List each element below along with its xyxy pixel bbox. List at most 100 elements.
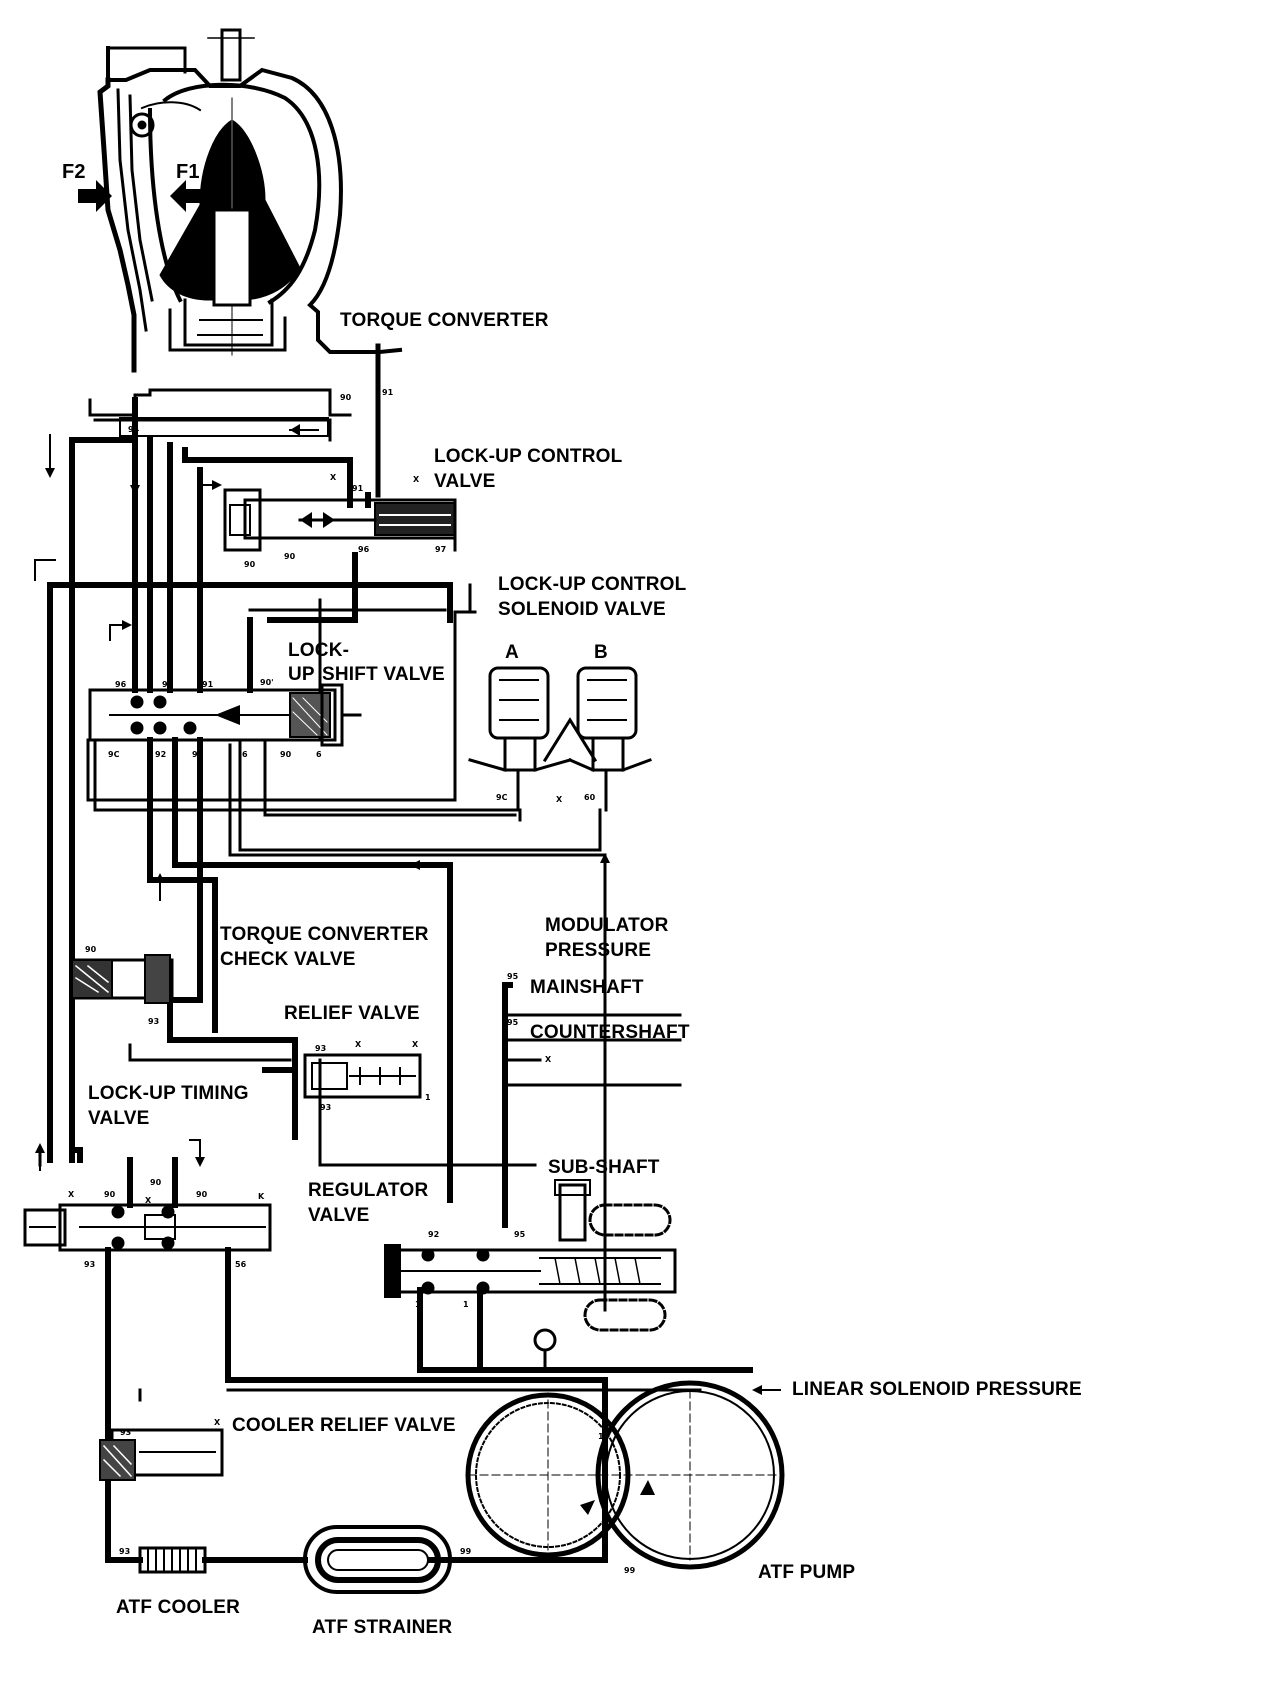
lockup-shift-valve: [88, 683, 362, 747]
torque-converter: [97, 28, 403, 373]
atf-pump: [465, 1380, 785, 1570]
port-label: 90: [85, 945, 97, 954]
label-f1: F1: [176, 161, 200, 183]
port-label: 93: [84, 1260, 96, 1269]
label-solenoid-b: B: [594, 642, 608, 663]
label-cooler-relief-valve: COOLER RELIEF VALVE: [232, 1415, 456, 1436]
port-label: 94: [162, 680, 174, 689]
port-label: 96: [115, 680, 127, 689]
relief-valve: [303, 1053, 422, 1099]
port-label: 99: [460, 1547, 472, 1556]
label-atf-strainer: ATF STRAINER: [312, 1617, 453, 1638]
port-label: X: [545, 1055, 552, 1064]
label-sub-shaft: SUB-SHAFT: [548, 1157, 660, 1178]
thin-passages: [38, 583, 702, 1402]
port-label: 93: [315, 1044, 327, 1053]
port-label: 93: [148, 1017, 160, 1026]
port-label: 90: [284, 552, 296, 561]
label-mainshaft: MAINSHAFT: [530, 977, 644, 998]
port-label: 1: [415, 1300, 421, 1309]
port-label: 90: [340, 393, 352, 402]
f1-arrow: [170, 180, 204, 212]
label-lockup-timing-line2: VALVE: [88, 1108, 150, 1129]
regulator-valve: [384, 1179, 677, 1372]
port-label: 93: [119, 1547, 131, 1556]
label-lockup-control-valve-line2: VALVE: [434, 471, 496, 492]
label-solenoid-a: A: [505, 642, 519, 663]
label-lockup-timing-line1: LOCK-UP TIMING: [88, 1083, 249, 1104]
flow-arrows: [34, 434, 781, 1395]
label-regulator-line1: REGULATOR: [308, 1180, 429, 1201]
label-lockup-solenoid-line1: LOCK-UP CONTROL: [498, 574, 687, 595]
port-label: 6: [242, 750, 248, 759]
torque-converter-check-valve: [70, 954, 174, 1004]
solenoid-b: [542, 666, 652, 812]
port-label: 92: [428, 1230, 440, 1239]
label-linear-solenoid-pressure: LINEAR SOLENOID PRESSURE: [792, 1379, 1082, 1400]
port-label: K: [258, 1192, 265, 1201]
port-label: 90: [280, 750, 292, 759]
port-label: 95: [507, 972, 519, 981]
label-tc-check-line2: CHECK VALVE: [220, 949, 356, 970]
label-lockup-shift-line3: SHIFT VALVE: [322, 664, 445, 685]
label-tc-check-line1: TORQUE CONVERTER: [220, 924, 429, 945]
port-label: X: [413, 475, 420, 484]
label-torque-converter: TORQUE CONVERTER: [340, 310, 549, 331]
atf-strainer: [303, 1525, 452, 1594]
cooler-relief-valve: [99, 1428, 224, 1481]
port-label: X: [330, 473, 337, 482]
lockup-control-valve: [223, 488, 457, 552]
port-label: 94: [128, 425, 140, 434]
label-atf-cooler: ATF COOLER: [116, 1597, 241, 1618]
label-modulator-line1: MODULATOR: [545, 915, 669, 936]
port-label: X: [145, 1196, 152, 1205]
port-label: 93: [192, 750, 204, 759]
port-label: 95: [507, 1018, 519, 1027]
port-label: 95: [514, 1230, 526, 1239]
port-label: 97: [435, 545, 447, 554]
port-label: X: [214, 1418, 221, 1427]
port-label: 96: [358, 545, 370, 554]
port-label: 90': [260, 678, 274, 687]
atf-cooler: [138, 1546, 207, 1574]
label-countershaft: COUNTERSHAFT: [530, 1022, 690, 1043]
port-label: 1: [598, 1432, 604, 1441]
solenoid-a: [468, 666, 572, 812]
f2-arrow: [78, 180, 112, 212]
label-relief-valve: RELIEF VALVE: [284, 1003, 420, 1024]
label-f2: F2: [62, 161, 86, 183]
port-label: X: [412, 1040, 419, 1049]
port-label: 1: [463, 1300, 469, 1309]
lockup-timing-valve: [23, 1203, 272, 1252]
port-label: 56: [235, 1260, 247, 1269]
port-label: 1: [425, 1093, 431, 1102]
port-label: 91: [202, 680, 214, 689]
port-label: 90: [104, 1190, 116, 1199]
label-atf-pump: ATF PUMP: [758, 1562, 856, 1583]
label-lockup-shift-line2: UP: [288, 664, 315, 685]
port-label: 91: [382, 388, 394, 397]
port-label: X: [355, 1040, 362, 1049]
label-modulator-line2: PRESSURE: [545, 940, 652, 961]
port-label: 6: [316, 750, 322, 759]
port-label: 60: [584, 793, 596, 802]
port-label: 93: [120, 1428, 132, 1437]
port-label: 90: [244, 560, 256, 569]
port-label: 9C: [108, 750, 120, 759]
label-lockup-control-valve-line1: LOCK-UP CONTROL: [434, 446, 623, 467]
port-label: 91: [352, 484, 364, 493]
port-label: 90: [150, 1178, 162, 1187]
label-regulator-line2: VALVE: [308, 1205, 370, 1226]
label-lockup-shift-line1: LOCK-: [288, 640, 350, 661]
oil-passages: [47, 397, 753, 1563]
port-label: 9C: [496, 793, 508, 802]
port-label: 90: [196, 1190, 208, 1199]
port-label: 99: [624, 1566, 636, 1575]
port-label: X: [556, 795, 563, 804]
port-label: 92: [155, 750, 167, 759]
label-lockup-solenoid-line2: SOLENOID VALVE: [498, 599, 666, 620]
port-label: X: [68, 1190, 75, 1199]
port-label: 93: [320, 1103, 332, 1112]
